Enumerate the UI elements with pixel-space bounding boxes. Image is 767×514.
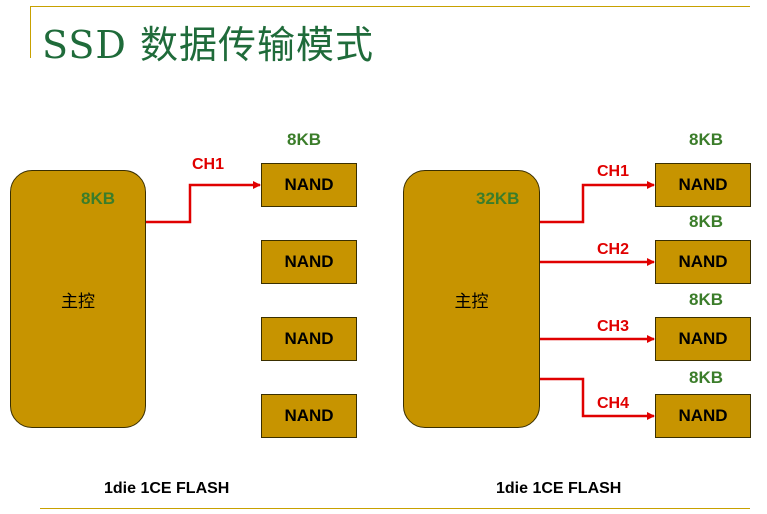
right-controller: 32KB 主控 <box>403 170 540 428</box>
right-ch4-arrow <box>540 377 655 420</box>
right-nand-4: NAND <box>655 394 751 438</box>
left-buffer-label: 8KB <box>81 189 116 208</box>
right-ch2-label: CH2 <box>597 241 630 258</box>
left-ch1-arrow <box>146 181 261 224</box>
left-controller: 8KB 主控 <box>10 170 146 428</box>
right-ch3-label: CH3 <box>597 318 630 335</box>
left-controller-label: 主控 <box>61 292 95 311</box>
right-nand-kb-4: 8KB <box>689 368 724 387</box>
left-nand-2: NAND <box>261 240 357 284</box>
left-nand-1: NAND <box>261 163 357 207</box>
right-nand-2: NAND <box>655 240 751 284</box>
left-nand-3: NAND <box>261 317 357 361</box>
left-ch1-label: CH1 <box>192 156 225 173</box>
left-nand-4: NAND <box>261 394 357 438</box>
right-ch1-label: CH1 <box>597 163 630 180</box>
right-nand-3: NAND <box>655 317 751 361</box>
right-ch1-arrow <box>540 181 655 224</box>
right-ch4-label: CH4 <box>597 395 630 412</box>
slide-title: SSD 数据传输模式 <box>42 23 374 67</box>
right-caption: 1die 1CE FLASH <box>496 480 622 497</box>
title-rule-top <box>30 6 750 7</box>
left-nand-kb: 8KB <box>287 130 322 149</box>
bottom-rule <box>40 508 750 509</box>
right-nand-kb-1: 8KB <box>689 130 724 149</box>
right-nand-kb-3: 8KB <box>689 290 724 309</box>
left-caption: 1die 1CE FLASH <box>104 480 230 497</box>
right-nand-kb-2: 8KB <box>689 212 724 231</box>
right-controller-label: 主控 <box>454 292 489 311</box>
right-nand-1: NAND <box>655 163 751 207</box>
right-buffer-label: 32KB <box>476 189 520 208</box>
title-rule-left <box>30 6 31 58</box>
